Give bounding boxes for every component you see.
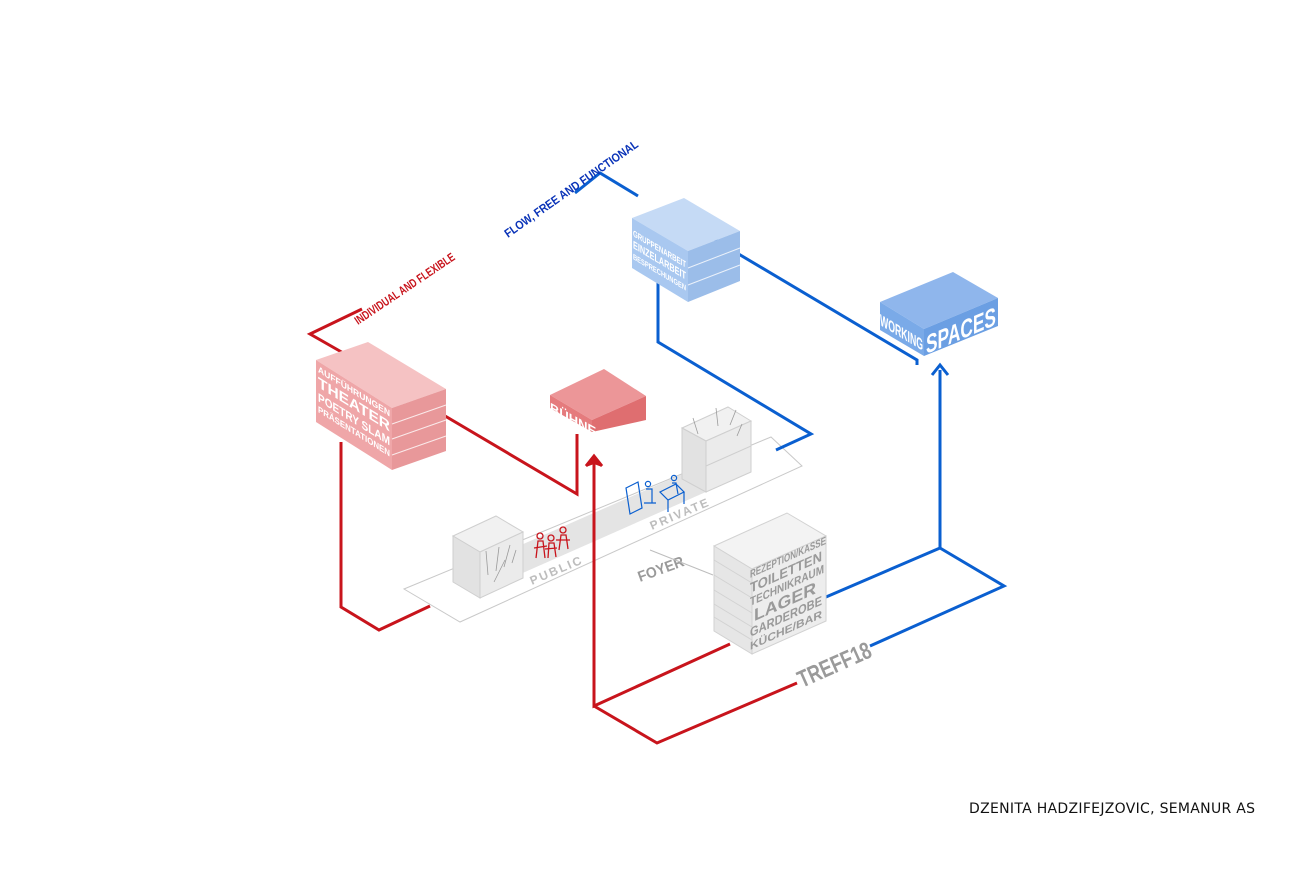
treff-label: TREFF18 — [793, 637, 875, 693]
private-cube — [680, 406, 753, 493]
people-group-icon — [533, 526, 570, 559]
desk-worker-icon — [625, 474, 686, 515]
foyer-leader — [649, 549, 714, 576]
blue-connector-lines — [574, 171, 1008, 648]
stage-block: BÜHNE BÜHNE — [550, 369, 646, 469]
performance-block: AUFFÜHRUNGEN THEATER POETRY SLAM PRÄSENT… — [316, 342, 447, 470]
public-cube — [451, 515, 525, 599]
work-block: GRUPPENARBEIT EINZELARBEIT BESPRECHUNGEN — [632, 198, 741, 302]
floor-label-foyer: FOYER — [636, 553, 687, 585]
service-block: REZEPTION/KASSE TOILETTEN TECHNIKRAUM LA… — [712, 512, 828, 655]
red-label: INDIVIDUAL AND FLEXIBLE — [352, 250, 458, 328]
working-spaces-block: WORKING SPACES — [880, 272, 998, 360]
stage-arrow-head — [584, 453, 604, 467]
stage-arrow-icon — [586, 456, 602, 467]
red-connector-lines — [306, 307, 798, 745]
blue-label: FLOW, FREE AND FUNCTIONAL — [502, 137, 641, 240]
working-arrow-head — [930, 362, 950, 376]
credit-text: DZENITA HADZIFEJZOVIC, SEMANUR AS — [969, 801, 1256, 817]
